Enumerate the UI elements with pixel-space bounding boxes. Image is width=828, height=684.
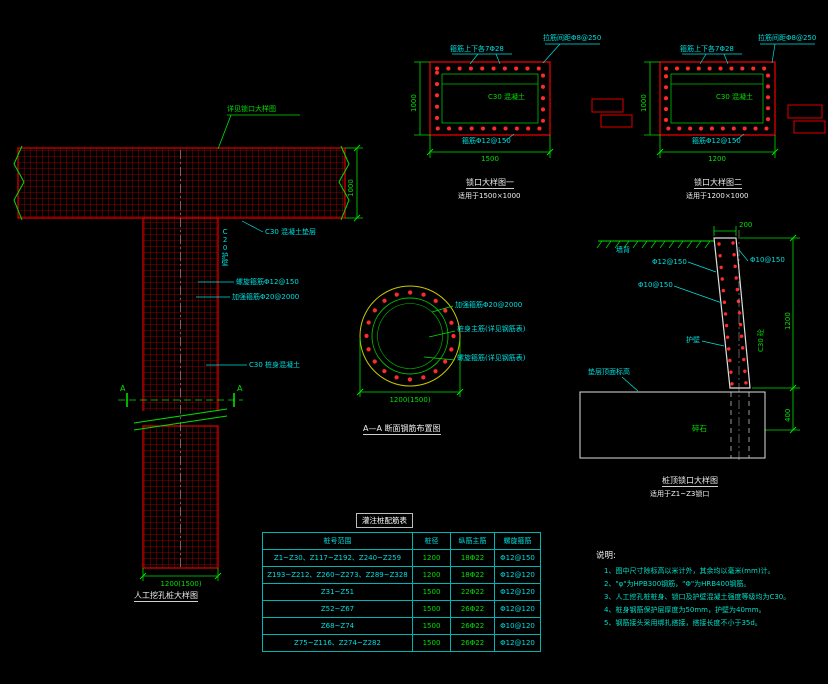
t-pile-height-dimension: 1000	[347, 179, 355, 197]
section-aa-diameter-dimension: 1200(1500)	[389, 396, 431, 404]
column-header-pile-range: 桩号范围	[262, 532, 413, 550]
section-aa-caption: A—A 断面钢筋布置图	[363, 424, 441, 436]
section-aa-annotation-3: 螺旋箍筋(详见钢筋表)	[457, 354, 526, 362]
table-row: Z75~Z116、Z274~Z282 1500 26Φ22 Φ12@120	[262, 634, 541, 652]
table-cell: 1500	[412, 634, 451, 652]
table-cell: Z1~Z30、Z117~Z192、Z240~Z259	[262, 549, 413, 567]
note-item-4: 4、桩身钢筋保护层厚度为50mm，护壁为40mm。	[604, 606, 766, 614]
table-row: Z68~Z74 1500 26Φ22 Φ10@120	[262, 617, 541, 635]
collar1-width-dimension: 1500	[481, 155, 499, 163]
table-cell: Φ12@120	[494, 634, 541, 652]
collar1-caption: 锁口大样图一	[466, 178, 514, 190]
collar1-concrete-label: C30 混凝土	[488, 93, 526, 101]
table-cell: Φ12@120	[494, 566, 541, 584]
t-pile-width-dimension: 1200(1500)	[160, 580, 202, 588]
table-cell: Z68~Z74	[262, 617, 413, 635]
t-pile-label-concrete: C30 桩身混凝土	[249, 361, 301, 369]
table-cell: 26Φ22	[450, 600, 495, 618]
column-header-spiral-stirrup: 螺旋箍筋	[494, 532, 541, 550]
wall-ground-label: 墙背	[616, 246, 630, 254]
collar-section-2-drawing	[644, 43, 815, 158]
section-aa-annotation-2: 桩身主筋(详见钢筋表)	[457, 325, 526, 333]
collar1-subcaption: 适用于1500×1000	[458, 192, 521, 200]
section-aa-annotation-1: 加强箍筋Φ20@2000	[455, 301, 523, 309]
collar1-bottom-annotation: 箍筋Φ12@150	[462, 137, 511, 145]
column-header-main-bars: 纵筋主筋	[450, 532, 495, 550]
table-cell: Φ12@120	[494, 600, 541, 618]
wall-slab-note: 垫层顶面标高	[588, 368, 630, 376]
table-cell: Φ12@120	[494, 583, 541, 601]
collar1-top-annotation-1: 箍筋上下各7Φ28	[450, 45, 504, 53]
table-cell: 1500	[412, 600, 451, 618]
section-mark-a-left: A	[120, 384, 126, 393]
notes-title: 说明:	[596, 551, 616, 561]
table-cell: 22Φ22	[450, 583, 495, 601]
table-cell: Φ12@150	[494, 549, 541, 567]
t-pile-caption: 人工挖孔桩大样图	[134, 591, 198, 603]
t-pile-leader-note: 详见锁口大样图	[227, 105, 276, 113]
wall-right-dimension-lower: 400	[784, 408, 792, 422]
collar2-width-dimension: 1200	[708, 155, 726, 163]
table-cell: Z52~Z67	[262, 600, 413, 618]
detail-marker-rects	[591, 98, 826, 134]
section-aa-drawing	[356, 285, 464, 397]
table-cell: Φ10@120	[494, 617, 541, 635]
rebar-table-title: 灌注桩配筋表	[356, 513, 413, 528]
wall-right-dimension-upper: 1200	[784, 312, 792, 330]
wall-caption: 桩顶锁口大样图	[662, 476, 718, 488]
collar2-concrete-label: C30 混凝土	[716, 93, 754, 101]
rebar-schedule-table: 桩号范围 桩径 纵筋主筋 螺旋箍筋 Z1~Z30、Z117~Z192、Z240~…	[262, 532, 541, 652]
table-row: Z31~Z51 1500 22Φ22 Φ12@120	[262, 583, 541, 601]
table-row: Z193~Z212、Z260~Z273、Z289~Z328 1200 18Φ22…	[262, 566, 541, 584]
collar2-height-dimension: 1000	[640, 94, 648, 112]
collar1-top-annotation-2: 拉筋间距Φ8@250	[543, 34, 602, 42]
note-item-3: 3、人工挖孔桩桩身、锁口及护壁混凝土强度等级均为C30。	[604, 593, 791, 601]
note-item-1: 1、图中尺寸除标高以米计外，其余均以毫米(mm)计。	[604, 567, 775, 575]
note-item-2: 2、"φ"为HPB300钢筋，"Φ"为HRB400钢筋。	[604, 580, 751, 588]
note-item-5: 5、钢筋接头采用绑扎搭接，搭接长度不小于35d。	[604, 619, 762, 627]
collar-wall-drawing	[579, 226, 800, 460]
wall-left-annotation-1: Φ12@150	[652, 258, 687, 266]
table-cell: Z31~Z51	[262, 583, 413, 601]
table-cell: 18Φ22	[450, 549, 495, 567]
table-cell: 18Φ22	[450, 566, 495, 584]
table-cell: 1500	[412, 583, 451, 601]
wall-left-annotation-2: Φ10@150	[638, 281, 673, 289]
wall-fill-label: 碎石	[692, 424, 707, 433]
wall-concrete-label: C30 砼	[757, 328, 765, 352]
wall-lining-label: 护壁	[686, 336, 700, 344]
wall-right-annotation: Φ10@150	[750, 256, 785, 264]
collar2-top-annotation-1: 箍筋上下各7Φ28	[680, 45, 734, 53]
collar-section-1-drawing	[414, 43, 600, 158]
t-pile-label-strength-stirrup: 加强箍筋Φ20@2000	[232, 293, 300, 301]
collar1-height-dimension: 1000	[410, 94, 418, 112]
wall-subcaption: 适用于Z1~Z3锁口	[650, 490, 710, 498]
table-row: Z52~Z67 1500 26Φ22 Φ12@120	[262, 600, 541, 618]
table-row: Z1~Z30、Z117~Z192、Z240~Z259 1200 18Φ22 Φ1…	[262, 549, 541, 567]
table-cell: 26Φ22	[450, 634, 495, 652]
t-pile-wall-label: C20护壁	[221, 228, 230, 266]
wall-top-dimension: 200	[739, 221, 753, 229]
table-cell: 1200	[412, 549, 451, 567]
collar2-top-annotation-2: 拉筋间距Φ8@250	[758, 34, 817, 42]
t-pile-label-bedding: C30 混凝土垫层	[265, 228, 317, 236]
collar2-subcaption: 适用于1200×1000	[686, 192, 749, 200]
table-cell: 1200	[412, 566, 451, 584]
table-cell: 26Φ22	[450, 617, 495, 635]
table-header-row: 桩号范围 桩径 纵筋主筋 螺旋箍筋	[262, 532, 541, 550]
t-pile-drawing	[13, 114, 363, 581]
collar2-bottom-annotation: 箍筋Φ12@150	[692, 137, 741, 145]
collar2-caption: 锁口大样图二	[694, 178, 742, 190]
table-cell: Z193~Z212、Z260~Z273、Z289~Z328	[262, 566, 413, 584]
t-pile-label-spiral-stirrup: 螺旋箍筋Φ12@150	[236, 278, 299, 286]
table-cell: 1500	[412, 617, 451, 635]
column-header-pile-diameter: 桩径	[412, 532, 451, 550]
section-mark-a-right: A	[237, 384, 243, 393]
table-cell: Z75~Z116、Z274~Z282	[262, 634, 413, 652]
